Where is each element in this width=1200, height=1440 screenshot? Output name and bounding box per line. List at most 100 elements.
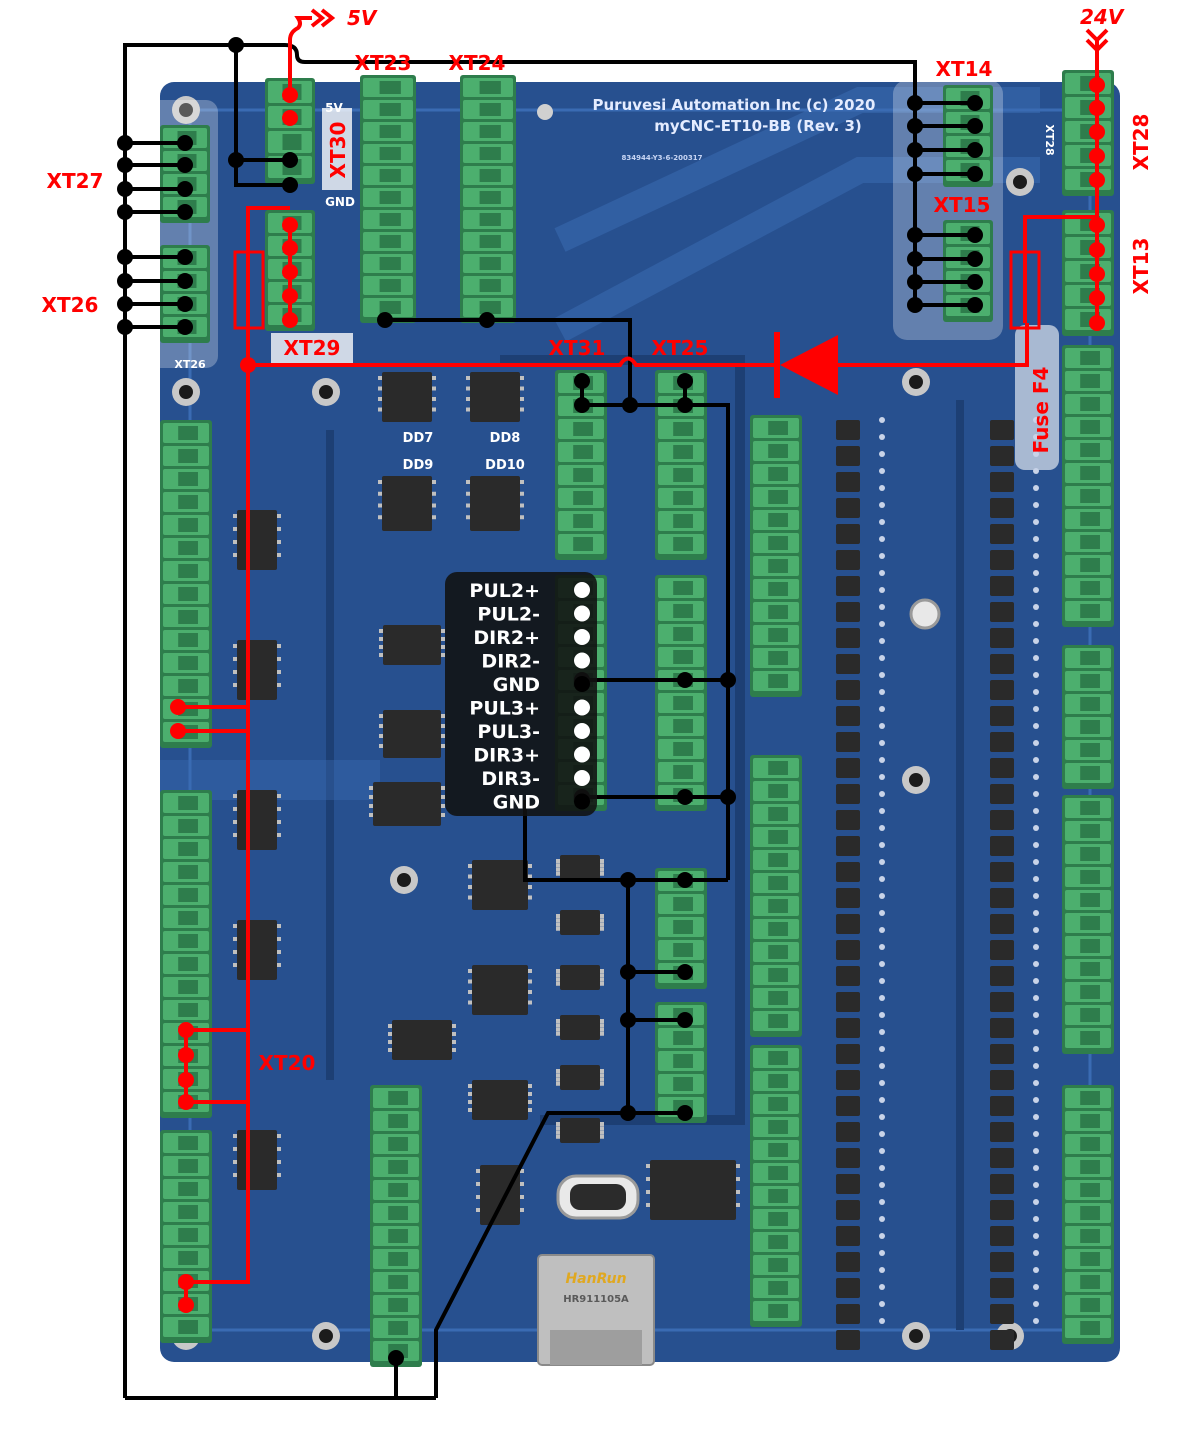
xt15-label: XT15 xyxy=(934,193,991,217)
relay-driver xyxy=(990,1200,1014,1220)
via xyxy=(879,944,885,950)
via xyxy=(1033,655,1039,661)
xt2-block xyxy=(655,575,707,811)
via xyxy=(1033,1046,1039,1052)
via xyxy=(1033,723,1039,729)
via xyxy=(1033,740,1039,746)
via xyxy=(1033,1199,1039,1205)
via xyxy=(1033,417,1039,423)
wire-junction xyxy=(228,37,244,53)
via xyxy=(1033,1301,1039,1307)
xt15-links xyxy=(915,233,975,307)
silkscreen: Puruvesi Automation Inc (c) 2020 myCNC-E… xyxy=(174,96,1056,473)
via xyxy=(879,1029,885,1035)
relay-driver xyxy=(990,888,1014,908)
relay-driver xyxy=(990,602,1014,622)
wire-junction xyxy=(117,319,133,335)
via xyxy=(879,825,885,831)
relay-driver xyxy=(836,966,860,986)
relay-driver xyxy=(836,888,860,908)
xt17-links xyxy=(178,705,248,733)
relay-driver xyxy=(990,1174,1014,1194)
via xyxy=(879,689,885,695)
pin-label: PUL2+ xyxy=(469,580,540,602)
via xyxy=(879,1046,885,1052)
via xyxy=(1033,1250,1039,1256)
relay-driver xyxy=(836,420,860,440)
via xyxy=(1033,536,1039,542)
relay-driver xyxy=(836,758,860,778)
xt14-links xyxy=(915,101,975,176)
xt18-links xyxy=(186,1028,250,1104)
relay-driver xyxy=(836,498,860,518)
xt27-links xyxy=(125,141,185,214)
wire-junction xyxy=(117,273,133,289)
board-maker-text: Puruvesi Automation Inc (c) 2020 xyxy=(593,96,876,114)
gnd-bus-bottom xyxy=(523,800,728,882)
relay-driver xyxy=(990,992,1014,1012)
relay-driver xyxy=(836,1018,860,1038)
xt8-block xyxy=(1062,645,1114,789)
via xyxy=(1033,1165,1039,1171)
power-junction xyxy=(178,1274,194,1290)
via xyxy=(879,1199,885,1205)
via xyxy=(879,1097,885,1103)
fuse-symbols xyxy=(233,250,1041,330)
wire-junction xyxy=(907,166,923,182)
relay-driver xyxy=(836,836,860,856)
wire-junction xyxy=(620,872,636,888)
relay-driver xyxy=(836,1174,860,1194)
wire-junction xyxy=(228,152,244,168)
via xyxy=(1033,961,1039,967)
relay-driver xyxy=(990,550,1014,570)
relay-driver xyxy=(990,1226,1014,1246)
relay-driver xyxy=(836,1278,860,1298)
signal-pin-dot xyxy=(574,582,590,598)
mounting-hole xyxy=(312,1322,340,1350)
via xyxy=(1033,604,1039,610)
via xyxy=(879,553,885,559)
driver-chip xyxy=(379,625,445,665)
pin-label: GND xyxy=(493,674,540,696)
dd9-chip xyxy=(378,476,436,531)
power-junction xyxy=(1089,217,1105,233)
driver-chip xyxy=(468,860,532,910)
5v-label: 5V xyxy=(347,6,378,30)
connector-labels: 5V 24V XT23 XT24 XT14 XT15 XT27 XT26 XT2… xyxy=(42,5,1153,1075)
dd7-chip xyxy=(378,372,436,422)
power-junction xyxy=(282,312,298,328)
via xyxy=(1033,842,1039,848)
mounting-hole xyxy=(1006,168,1034,196)
opto-chip xyxy=(556,910,604,935)
via xyxy=(879,757,885,763)
relay-driver xyxy=(836,940,860,960)
xt31-block xyxy=(555,370,607,560)
power-junction xyxy=(282,110,298,126)
wire-junction xyxy=(967,274,983,290)
wire-junction xyxy=(117,135,133,151)
opto-chip xyxy=(556,1065,604,1090)
power-junction xyxy=(1089,172,1105,188)
dd8-label: DD8 xyxy=(490,431,521,446)
via xyxy=(1033,638,1039,644)
wire-junction xyxy=(177,135,193,151)
xt27-label: XT27 xyxy=(47,169,104,193)
dd9-label: DD9 xyxy=(403,458,434,473)
via xyxy=(879,1233,885,1239)
via xyxy=(879,502,885,508)
xt31-label: XT31 xyxy=(549,336,606,360)
via xyxy=(879,791,885,797)
wire-junction xyxy=(907,227,923,243)
wire-junction xyxy=(117,249,133,265)
power-junction xyxy=(1089,124,1105,140)
xt29-label: XT29 xyxy=(284,336,341,360)
relay-driver xyxy=(836,1200,860,1220)
24v-arrow-icon xyxy=(1085,28,1109,53)
opto-chip xyxy=(556,855,604,880)
relay-driver xyxy=(990,1330,1014,1350)
xt18-block xyxy=(160,790,212,1118)
relay-driver xyxy=(836,914,860,934)
via xyxy=(1033,485,1039,491)
relay-driver xyxy=(990,836,1014,856)
via xyxy=(1033,587,1039,593)
